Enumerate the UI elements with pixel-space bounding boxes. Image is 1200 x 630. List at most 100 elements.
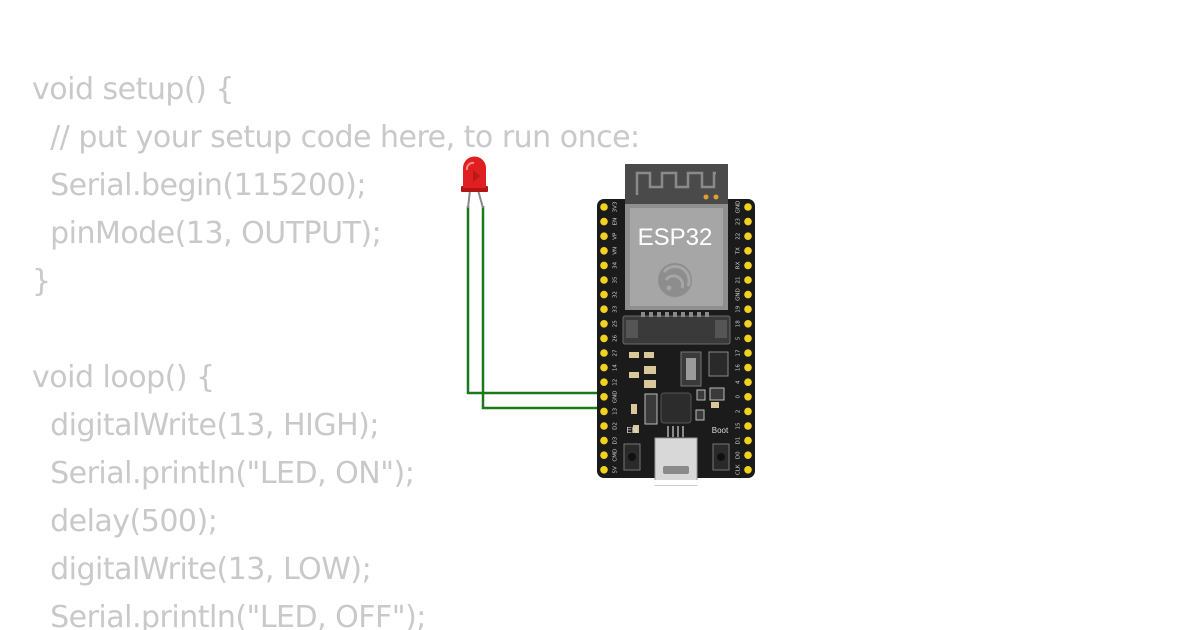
boot-label: Boot (712, 426, 729, 435)
en-button[interactable] (623, 443, 641, 471)
right-pin[interactable] (744, 451, 752, 460)
code-line: } (32, 264, 51, 299)
right-pin[interactable] (744, 320, 752, 328)
right-pin-label: 15 (736, 422, 742, 429)
code-line: pinMode(13, OUTPUT); (32, 216, 382, 251)
chip-label: ESP32 (638, 224, 713, 251)
left-pin[interactable] (600, 422, 608, 430)
left-pin[interactable] (600, 290, 608, 299)
right-pin-label: 4 (736, 380, 742, 384)
left-pin-label: 5V (613, 466, 619, 473)
right-pin-label: 17 (736, 349, 742, 356)
left-pin-label: EN (613, 218, 619, 226)
right-pin-label: 0 (736, 395, 742, 399)
left-pin-label: 32 (613, 291, 619, 298)
left-pin[interactable] (600, 232, 608, 240)
left-pin-label: 26 (613, 334, 619, 341)
right-pin[interactable] (744, 393, 752, 401)
left-pin-label: VN (613, 247, 619, 255)
right-pin[interactable] (744, 290, 752, 299)
left-pin-label: 34 (613, 261, 619, 268)
code-line: delay(500); (32, 504, 218, 539)
left-pin[interactable] (600, 203, 608, 211)
left-pin[interactable] (600, 334, 608, 343)
left-pin-label: 13 (613, 407, 619, 414)
left-pin[interactable] (600, 247, 608, 255)
left-pin[interactable] (600, 451, 608, 460)
right-pin[interactable] (744, 261, 752, 270)
right-pin-label: 2 (736, 410, 742, 414)
code-line: digitalWrite(13, HIGH); (32, 408, 379, 443)
right-pin-label: CLK (736, 464, 742, 475)
left-pin-label: 12 (613, 379, 619, 386)
right-pin-label: 18 (736, 320, 742, 327)
right-pin[interactable] (744, 232, 752, 240)
right-pin[interactable] (744, 247, 752, 255)
code-line: Serial.begin(115200); (32, 168, 366, 203)
red-led[interactable] (461, 156, 488, 209)
left-pin-label: D3 (613, 436, 619, 444)
usb-port[interactable] (624, 437, 727, 486)
wire-gpio13[interactable] (481, 206, 603, 410)
left-pin[interactable] (600, 349, 608, 357)
left-pin-label: VP (613, 232, 619, 240)
left-pin-label: 3V3 (613, 201, 619, 212)
right-pin[interactable] (744, 217, 752, 226)
right-pin-label: GND (736, 201, 742, 214)
right-pin-label: 19 (736, 305, 742, 312)
right-pin[interactable] (744, 334, 752, 343)
right-pin[interactable] (744, 378, 752, 387)
right-pin[interactable] (744, 305, 752, 314)
left-pin[interactable] (600, 466, 608, 474)
right-pin[interactable] (744, 407, 752, 416)
right-pin-label: D1 (736, 437, 742, 445)
left-pin[interactable] (600, 305, 608, 314)
left-pin-label: GND (613, 390, 619, 403)
wire-gnd[interactable] (466, 206, 603, 395)
left-pin-label: 25 (613, 320, 619, 327)
right-pin-label: RX (736, 261, 742, 269)
right-pin[interactable] (744, 276, 752, 284)
left-pin[interactable] (600, 363, 608, 372)
esp32-board[interactable]: ESP32 (597, 164, 755, 486)
right-pin[interactable] (744, 466, 752, 474)
en-label: EN (626, 426, 637, 435)
code-line: digitalWrite(13, LOW); (32, 552, 372, 587)
left-pin-label: 27 (613, 349, 619, 356)
left-pin[interactable] (600, 217, 608, 226)
right-pin[interactable] (744, 436, 752, 445)
code-line: Serial.println("LED, ON"); (32, 456, 415, 491)
espressif-logo-icon (658, 263, 692, 297)
left-pin-label: CMD (613, 449, 619, 462)
right-pin[interactable] (744, 349, 752, 357)
right-pin[interactable] (744, 422, 752, 430)
left-pin[interactable] (600, 436, 608, 445)
left-pin-label: 33 (613, 305, 619, 312)
code-line: void loop() { (32, 360, 215, 395)
left-pin[interactable] (600, 378, 608, 387)
right-pin-label: GND (736, 288, 742, 301)
boot-button[interactable] (712, 443, 730, 471)
right-pin[interactable] (744, 363, 752, 372)
left-pin[interactable] (600, 276, 608, 284)
left-pin[interactable] (600, 261, 608, 270)
left-pin-label: D2 (613, 422, 619, 430)
right-pin-label: 23 (736, 218, 742, 225)
left-pin[interactable] (600, 393, 608, 401)
code-background: void setup() { // put your setup code he… (32, 66, 732, 630)
left-pin[interactable] (600, 320, 608, 328)
right-pin[interactable] (744, 203, 752, 211)
right-pin-label: 21 (736, 277, 742, 284)
right-pin-label: TX (736, 247, 742, 255)
code-line: // put your setup code here, to run once… (32, 120, 640, 155)
code-line: Serial.println("LED, OFF"); (32, 600, 426, 630)
left-pin-label: 35 (613, 276, 619, 283)
right-pin-label: 16 (736, 364, 742, 371)
right-pin-label: 22 (736, 233, 742, 240)
left-pin[interactable] (600, 407, 608, 416)
code-line: void setup() { (32, 72, 234, 107)
left-pin-label: 14 (613, 364, 619, 371)
